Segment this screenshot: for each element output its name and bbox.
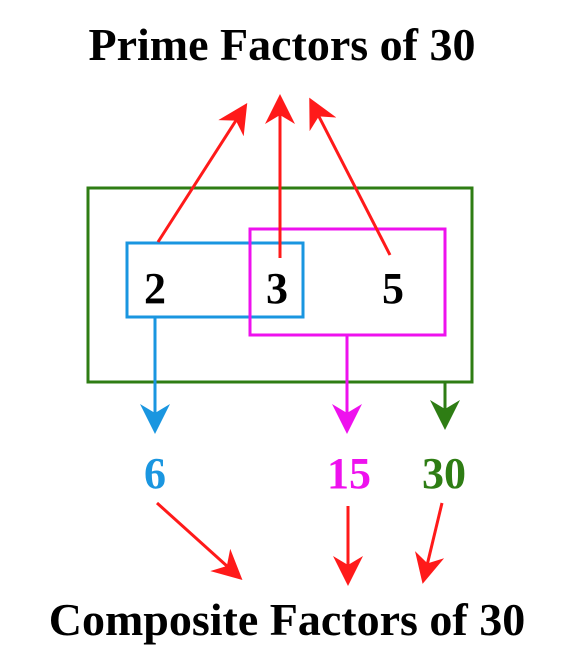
arrow-30-to-composite-title [415,502,445,584]
composite-15: 15 [327,449,371,498]
arrow-6-to-composite-title [155,501,243,581]
arrow-5-to-prime-title [309,97,392,256]
prime-3: 3 [266,264,288,313]
prime-2: 2 [144,264,166,313]
bottom-title: Composite Factors of 30 [49,594,526,645]
composite-30: 30 [422,449,466,498]
top-title: Prime Factors of 30 [88,19,475,70]
prime-5: 5 [382,264,404,313]
composite-6: 6 [144,449,166,498]
box-2-and-3 [125,241,305,319]
arrow-2-to-prime-title [156,102,248,243]
